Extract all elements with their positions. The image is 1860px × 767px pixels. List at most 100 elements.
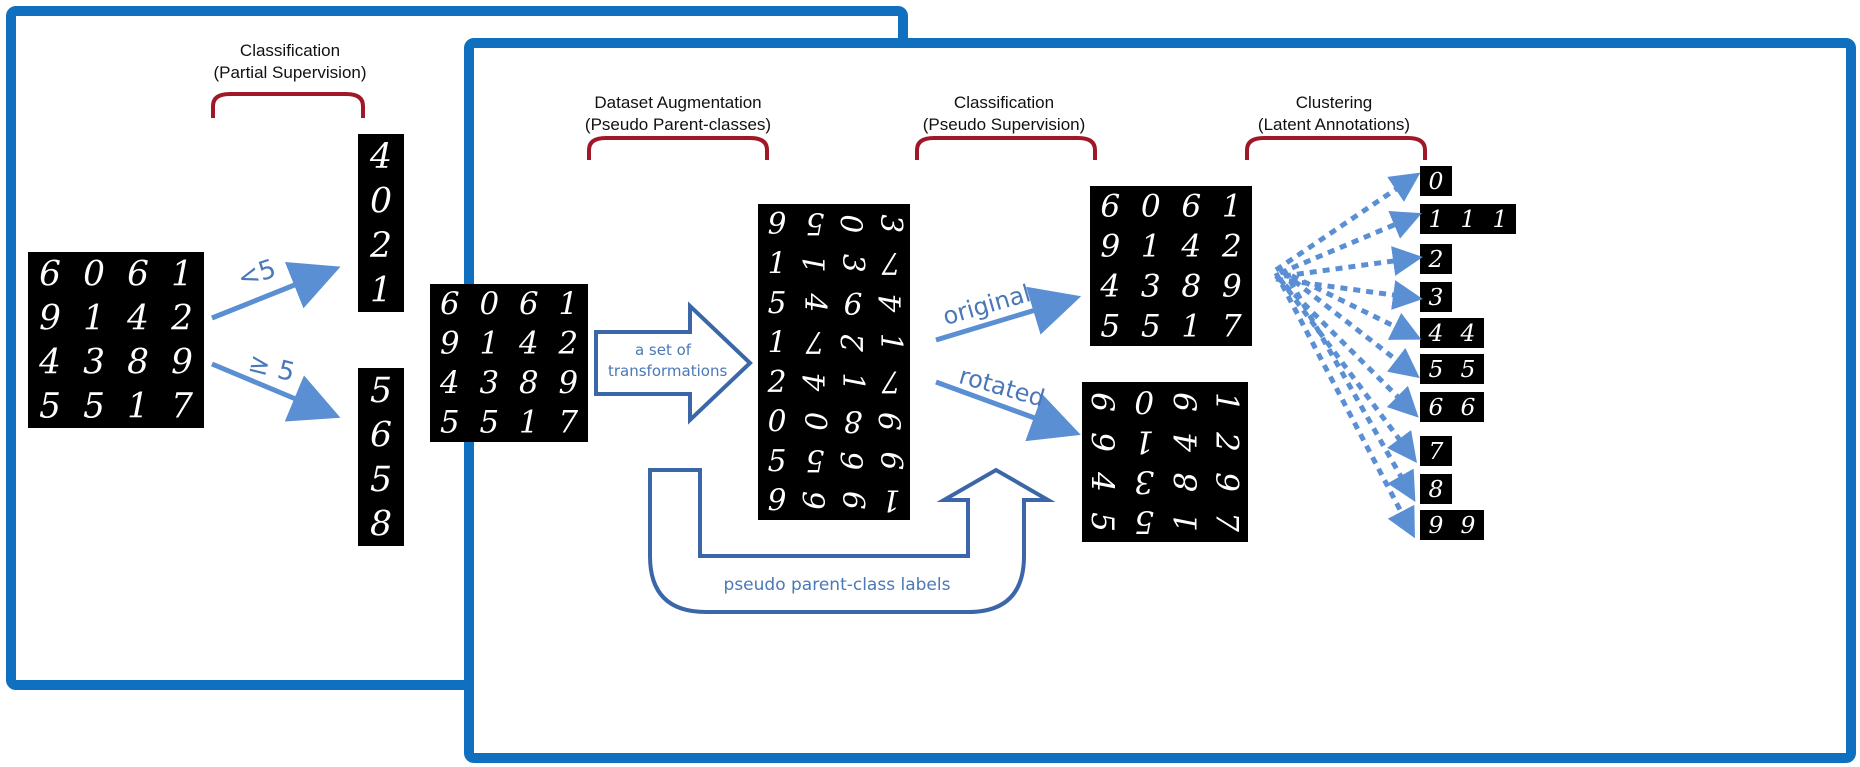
digit-1: 1 (768, 324, 787, 359)
digit-9: 9 (1429, 511, 1444, 539)
digit-1: 1 (882, 483, 901, 518)
digit-5: 5 (1141, 309, 1161, 345)
digit-9: 9 (768, 482, 787, 517)
digit-5: 5 (1100, 309, 1120, 345)
pseudo-classification-title-line1: Classification (953, 93, 1055, 112)
digit-1: 1 (836, 372, 871, 391)
digit-3: 3 (83, 343, 105, 383)
cluster-row: 0 (1420, 166, 1452, 196)
digit-4: 4 (369, 137, 392, 177)
digit-0: 0 (1141, 189, 1161, 225)
digit-grid-svg: 7 (1429, 437, 1444, 465)
digit-1: 1 (1209, 392, 1245, 412)
digit-1: 1 (127, 387, 149, 427)
digit-8: 8 (127, 343, 149, 383)
digit-1: 1 (1493, 205, 1508, 233)
digit-7: 7 (881, 246, 900, 281)
digit-6: 6 (836, 491, 871, 510)
digit-1: 1 (171, 255, 193, 295)
digit-8: 8 (1168, 472, 1204, 492)
digit-9: 9 (1222, 269, 1242, 305)
transform-label: a set of transformations (608, 340, 727, 382)
digit-1: 1 (797, 254, 832, 273)
clustering-title: Clustering (Latent Annotations) (1234, 92, 1434, 136)
digit-6: 6 (835, 451, 870, 470)
digit-2: 2 (767, 364, 787, 399)
digit-9: 9 (171, 343, 193, 383)
digit-5: 5 (768, 285, 787, 320)
augmentation-brace (587, 136, 769, 160)
transform-label-line1: a set of (634, 341, 692, 359)
digit-0: 0 (83, 255, 105, 295)
pseudo-classification-title-line2: (Pseudo Supervision) (922, 115, 1086, 135)
digit-8: 8 (1429, 475, 1444, 503)
digit-7: 7 (1209, 512, 1245, 532)
digit-4: 4 (1084, 471, 1120, 492)
digit-9: 9 (1100, 229, 1120, 265)
digit-0: 0 (768, 403, 787, 438)
cluster-row: 8 (1420, 474, 1452, 504)
digit-0: 0 (479, 286, 499, 322)
digit-9: 9 (440, 326, 460, 362)
digit-2: 2 (835, 333, 870, 353)
digit-3: 3 (1429, 283, 1444, 311)
digit-7: 7 (171, 387, 193, 427)
digit-5: 5 (806, 207, 825, 242)
digit-6: 6 (1100, 189, 1120, 225)
digit-3: 3 (874, 214, 909, 233)
digit-9: 9 (39, 299, 61, 339)
digit-6: 6 (1181, 189, 1201, 225)
digit-1: 1 (1181, 309, 1201, 345)
clustering-title-line2: (Latent Annotations) (1257, 115, 1411, 135)
digit-4: 4 (126, 299, 149, 339)
digit-7: 7 (805, 325, 824, 360)
digit-9: 9 (1168, 392, 1204, 412)
digit-5: 5 (768, 443, 787, 478)
back-title-line2: (Partial Supervision) (213, 63, 367, 83)
digit-9: 9 (844, 286, 863, 321)
digit-2: 2 (1209, 431, 1245, 452)
digit-4: 4 (1180, 229, 1201, 265)
digit-3: 3 (1134, 463, 1154, 499)
digit-9: 9 (1084, 432, 1120, 452)
digit-0: 0 (835, 214, 870, 233)
digit-1: 1 (874, 333, 909, 352)
digit-2: 2 (369, 226, 392, 266)
digit-grid-svg: 0 (1429, 167, 1444, 195)
digit-4: 4 (518, 326, 539, 362)
digit-4: 4 (1168, 432, 1204, 453)
digit-1: 1 (519, 405, 539, 441)
digit-4: 4 (1460, 319, 1476, 347)
back-title-line1: Classification (239, 41, 341, 60)
pseudo-classification-brace (915, 136, 1097, 160)
digit-7: 7 (1429, 437, 1444, 465)
digit-3: 3 (836, 254, 871, 273)
digit-7: 7 (558, 405, 578, 441)
digit-6: 6 (39, 255, 61, 295)
digit-5: 5 (39, 387, 61, 427)
augmentation-title: Dataset Augmentation (Pseudo Parent-clas… (568, 92, 788, 136)
digit-6: 6 (874, 451, 909, 470)
digit-5: 5 (1429, 355, 1444, 383)
digit-9: 9 (1461, 511, 1476, 539)
digit-6: 6 (1461, 393, 1476, 421)
clustering-brace (1245, 136, 1427, 160)
digit-1: 1 (1141, 229, 1161, 265)
digit-8: 8 (1181, 269, 1201, 305)
digit-4: 4 (873, 293, 908, 313)
